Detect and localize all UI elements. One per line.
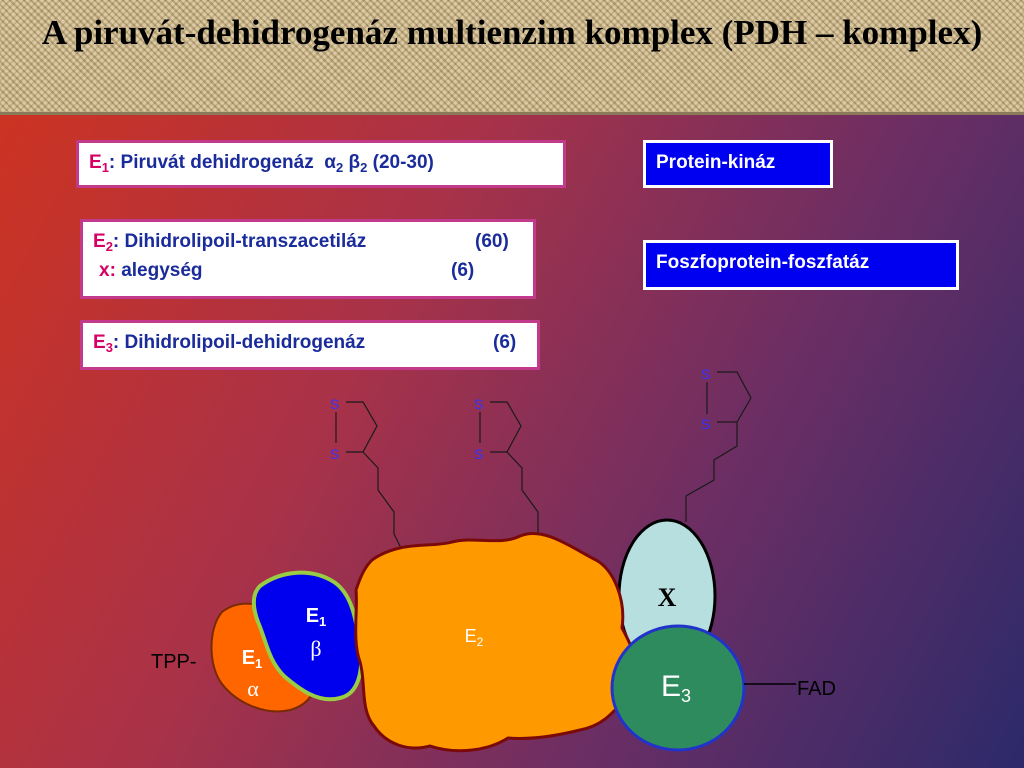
lipoyl-arm-1 — [335, 401, 409, 563]
e1-info-box: E1: Piruvát dehidrogenáz α2 β2 (20-30) — [76, 140, 566, 188]
e1-alpha-greek: α — [247, 676, 259, 701]
tpp-label: TPP- — [151, 651, 197, 673]
x-line: x: alegység (6) — [93, 259, 523, 283]
e1-beta-label: E1 — [306, 605, 327, 629]
e2-key: E2 — [93, 231, 113, 254]
e2-line: E2: Dihidrolipoil-transzacetiláz (60) — [93, 230, 523, 259]
sulfur-label: S — [701, 416, 710, 432]
e3-key: E3 — [93, 332, 113, 355]
e2-label: E2 — [465, 626, 484, 649]
sulfur-label: S — [330, 396, 339, 412]
e1-name: : Piruvát dehidrogenáz — [108, 152, 314, 173]
e2-count: (60) — [475, 231, 509, 252]
sulfur-label: S — [474, 396, 483, 412]
slide-title: A piruvát-dehidrogenáz multienzim komple… — [41, 13, 983, 52]
x-label: X — [658, 583, 677, 612]
e3-label: E3 — [661, 670, 691, 706]
e1-beta: β2 — [348, 152, 368, 175]
e1-beta-greek: β — [310, 636, 321, 661]
lipoyl-arm-3 — [685, 371, 752, 522]
sulfur-label: S — [330, 446, 339, 462]
e3-count: (6) — [493, 332, 517, 353]
e2-core — [354, 532, 639, 753]
x-count: (6) — [451, 260, 475, 281]
phosphatase-box: Foszfoprotein-foszfatáz — [643, 240, 959, 290]
x-name: alegység — [121, 260, 203, 281]
e2-name: : Dihidrolipoil-transzacetiláz — [112, 231, 367, 252]
e1-key: E1 — [89, 152, 109, 175]
sulfur-label: S — [701, 366, 710, 382]
fad-label: FAD — [797, 678, 836, 700]
e1-count: (20-30) — [372, 152, 434, 173]
e1-beta-subunit — [251, 570, 364, 702]
e3-info-box: E3: Dihidrolipoil-dehidrogenáz (6) — [80, 320, 540, 370]
e3-subunit — [610, 624, 746, 752]
title-banner: A piruvát-dehidrogenáz multienzim komple… — [0, 0, 1024, 115]
x-key: x: — [99, 260, 116, 281]
sulfur-label: S — [474, 446, 483, 462]
protein-kinase-box: Protein-kináz — [643, 140, 833, 188]
e3-name: : Dihidrolipoil-dehidrogenáz — [112, 332, 366, 353]
e1-alpha: α2 — [324, 152, 344, 175]
e2-info-box: E2: Dihidrolipoil-transzacetiláz (60) x:… — [80, 219, 536, 299]
e1-alpha-label: E1 — [242, 647, 263, 671]
